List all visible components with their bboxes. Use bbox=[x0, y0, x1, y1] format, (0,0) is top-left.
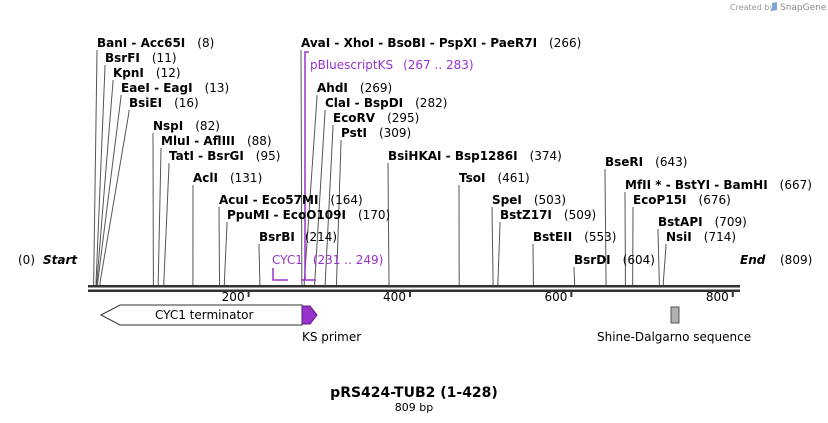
primer-label-cyc1: CYC1(231 .. 249) bbox=[272, 253, 383, 267]
site-leader bbox=[95, 65, 106, 286]
feature-label: KS primer bbox=[302, 330, 361, 344]
site-leader bbox=[573, 267, 576, 286]
site-leader bbox=[157, 148, 162, 286]
primer-label-pbluescriptks: pBluescriptKS(267 .. 283) bbox=[310, 58, 474, 72]
feature-label: Shine-Dalgarno sequence bbox=[597, 330, 751, 344]
axis-tick bbox=[731, 291, 734, 297]
map-title: pRS424-TUB2 (1-428) bbox=[330, 385, 498, 401]
site-label: AvaI - XhoI - BsoBI - PspXI - PaeR7I(266… bbox=[301, 36, 581, 50]
site-leader bbox=[218, 207, 221, 286]
axis-ticks: 200 400 600 800 bbox=[222, 290, 734, 304]
site-leader bbox=[662, 244, 667, 286]
site-leader bbox=[163, 163, 170, 286]
axis-tick bbox=[408, 291, 411, 297]
site-leader bbox=[99, 110, 130, 286]
feature-shine-dalgarno[interactable]: Shine-Dalgarno sequence bbox=[597, 306, 751, 344]
site-label: KpnI(12) bbox=[113, 66, 181, 80]
site-leader bbox=[223, 222, 228, 286]
axis-tick-label: 800 bbox=[706, 290, 729, 304]
site-label: BstAPI(709) bbox=[658, 215, 747, 229]
site-label: MluI - AflIII(88) bbox=[161, 134, 272, 148]
primer-leaders bbox=[272, 51, 316, 281]
site-leader bbox=[324, 125, 334, 286]
shine-dalgarno-box bbox=[670, 306, 680, 324]
site-label: AcuI - Eco57MI(164) bbox=[219, 193, 363, 207]
end-position: (809) bbox=[780, 253, 812, 267]
site-label: BsrFI(11) bbox=[105, 51, 177, 65]
sequence-backbone-top bbox=[88, 285, 740, 288]
site-label: AclI(131) bbox=[193, 171, 262, 185]
site-label: NsiI(714) bbox=[666, 230, 736, 244]
site-leader bbox=[258, 244, 261, 286]
site-leader bbox=[387, 163, 390, 286]
axis-tick-label: 600 bbox=[544, 290, 567, 304]
ks-primer-arrow bbox=[301, 305, 318, 325]
site-label: EaeI - EagI(13) bbox=[121, 81, 229, 95]
site-label: BsrBI(214) bbox=[259, 230, 337, 244]
site-leader bbox=[491, 207, 494, 286]
credit-brand: SnapGene bbox=[780, 3, 827, 13]
map-subtitle: 809 bp bbox=[395, 401, 433, 414]
site-leader bbox=[604, 169, 607, 286]
site-label: EcoP15I(676) bbox=[633, 193, 731, 207]
site-leader bbox=[93, 50, 98, 286]
end-label: End bbox=[740, 253, 766, 267]
pbluescriptks-leader bbox=[304, 51, 309, 280]
credit-prefix: Created by bbox=[730, 3, 774, 12]
site-label: BseRI(643) bbox=[605, 155, 687, 169]
site-label: BsiEI(16) bbox=[129, 96, 199, 110]
feature-ks-primer[interactable]: KS primer bbox=[301, 305, 361, 344]
site-label: BstZ17I(509) bbox=[500, 208, 596, 222]
site-label: SpeI(503) bbox=[492, 193, 566, 207]
site-leader bbox=[300, 50, 303, 286]
site-leader bbox=[657, 229, 660, 286]
site-label: BsrDI(604) bbox=[574, 253, 655, 267]
axis-tick bbox=[247, 291, 250, 297]
feature-label: CYC1 terminator bbox=[155, 308, 254, 322]
site-label: ClaI - BspDI(282) bbox=[325, 96, 447, 110]
cyc1-primer-leader bbox=[272, 268, 288, 281]
site-label: TsoI(461) bbox=[459, 171, 530, 185]
site-label: MfII * - BstYI - BamHI(667) bbox=[625, 178, 812, 192]
site-leader bbox=[303, 95, 318, 286]
snapgene-logo-icon bbox=[772, 2, 777, 11]
feature-cyc1-terminator[interactable]: CYC1 terminator bbox=[99, 304, 303, 326]
site-leader bbox=[96, 80, 114, 286]
site-labels: BanI - Acc65I(8) BsrFI(11) KpnI(12) EaeI… bbox=[97, 36, 812, 267]
axis-tick bbox=[570, 291, 573, 297]
sequence-backbone-bottom bbox=[88, 289, 740, 292]
site-leader bbox=[97, 95, 122, 286]
site-label: EcoRV(295) bbox=[333, 111, 419, 125]
site-leader-lines bbox=[93, 50, 667, 286]
site-leader bbox=[336, 140, 342, 286]
site-label: BanI - Acc65I(8) bbox=[97, 36, 214, 50]
snapgene-credit: Created by SnapGene bbox=[730, 2, 827, 13]
site-label: PstI(309) bbox=[341, 126, 411, 140]
site-label: BstEII(553) bbox=[533, 230, 616, 244]
site-label: NspI(82) bbox=[153, 119, 220, 133]
site-leader bbox=[497, 222, 501, 286]
site-label: AhdI(269) bbox=[317, 81, 392, 95]
axis-tick-label: 400 bbox=[383, 290, 406, 304]
site-label: BsiHKAI - Bsp1286I(374) bbox=[388, 149, 562, 163]
site-label: PpuMI - EcoO109I(170) bbox=[227, 208, 390, 222]
axis-tick-label: 200 bbox=[222, 290, 245, 304]
site-leader bbox=[314, 110, 326, 286]
start-label: Start bbox=[43, 253, 78, 267]
site-label: TatI - BsrGI(95) bbox=[169, 149, 280, 163]
start-position: (0) bbox=[18, 253, 35, 267]
